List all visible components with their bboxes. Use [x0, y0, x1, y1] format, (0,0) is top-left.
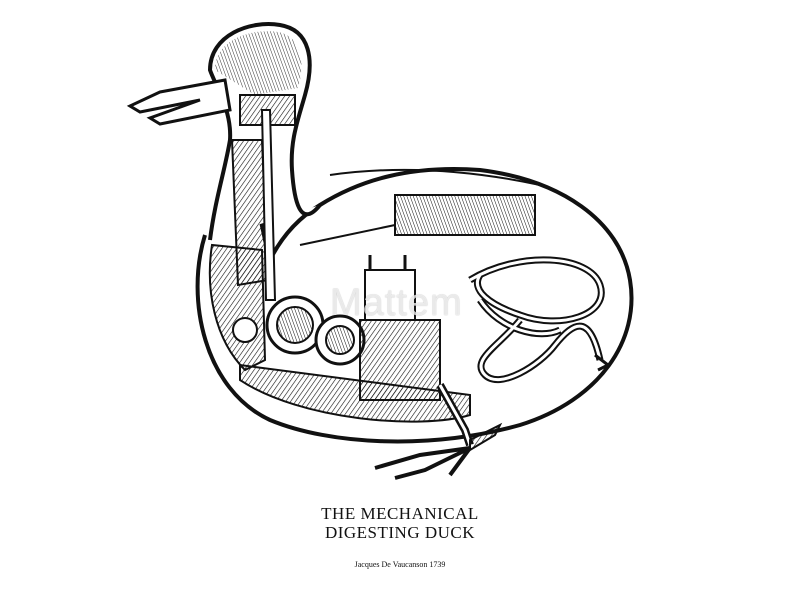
caption-title-line2: DIGESTING DUCK	[324, 523, 476, 542]
duck-foot	[374, 446, 472, 480]
caption-credit: Jacques De Vaucanson 1739	[354, 560, 446, 569]
duck-beak	[126, 78, 232, 126]
caption-title-line1: THE MECHANICAL	[321, 504, 479, 523]
watermark-text: Mattem	[330, 282, 463, 324]
duck-illustration	[126, 22, 634, 480]
